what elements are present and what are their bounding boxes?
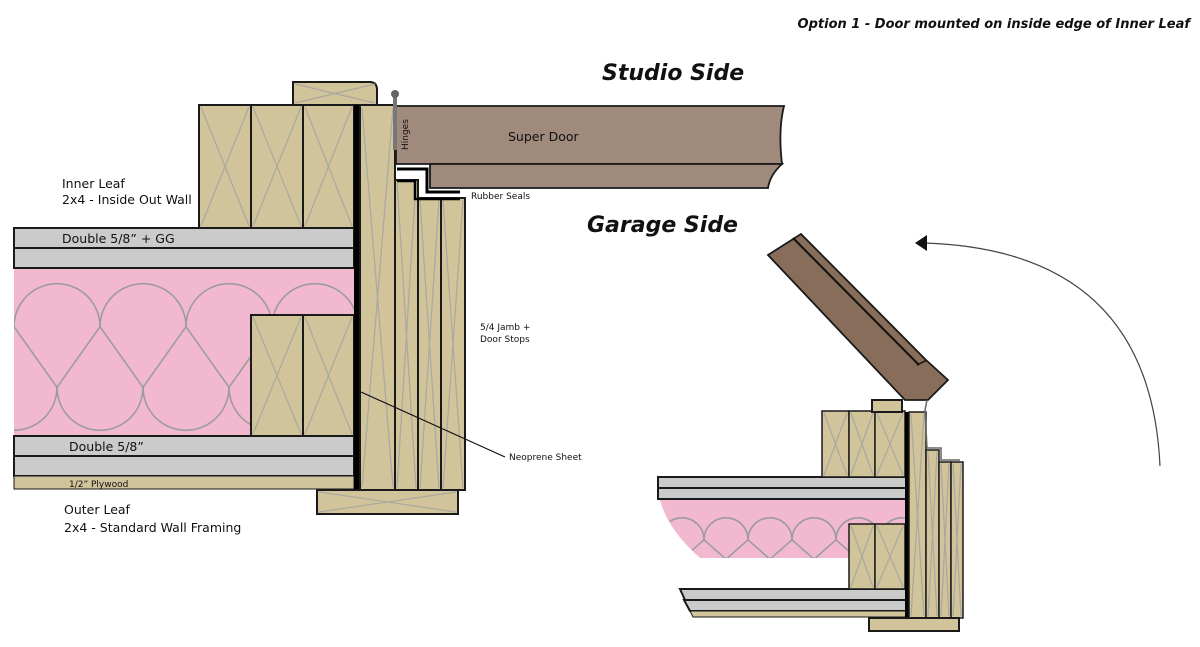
door-stop-column bbox=[417, 197, 442, 491]
diagram-title: Option 1 - Door mounted on inside edge o… bbox=[798, 17, 1193, 32]
gypsum-small-bottom-2 bbox=[682, 599, 909, 612]
small-inner-stud bbox=[821, 410, 850, 478]
small-stop-column bbox=[938, 461, 952, 619]
studio-side-label: Studio Side bbox=[602, 61, 744, 86]
gypsum-layer-bottom-1 bbox=[13, 435, 355, 457]
super-door-closed bbox=[395, 105, 786, 189]
small-outer-stud bbox=[874, 523, 906, 590]
small-outer-stud bbox=[848, 523, 876, 590]
plywood-small bbox=[689, 610, 909, 618]
neoprene-leader-line bbox=[360, 391, 506, 458]
plywood-label: 1/2” Plywood bbox=[69, 480, 128, 490]
gypsum-layer-bottom-2 bbox=[13, 455, 355, 477]
insulation-batt-small bbox=[660, 500, 905, 558]
rubber-seals bbox=[397, 167, 460, 194]
super-door-label: Super Door bbox=[508, 129, 580, 144]
small-studs bbox=[821, 410, 906, 590]
small-stop-column bbox=[950, 461, 964, 619]
rubber-seals-label: Rubber Seals bbox=[471, 192, 530, 202]
bottom-block bbox=[316, 489, 459, 515]
hinge-icon bbox=[391, 90, 399, 150]
plywood-layer bbox=[13, 475, 355, 490]
main-section-detail bbox=[13, 81, 786, 515]
outer-leaf-studs bbox=[250, 314, 355, 437]
small-top-cap bbox=[871, 399, 903, 413]
inner-stud bbox=[302, 104, 355, 229]
neoprene-sheet-small bbox=[905, 412, 909, 618]
small-inner-stud bbox=[874, 410, 906, 478]
garage-side-label: Garage Side bbox=[587, 213, 738, 238]
curved-arrow-icon bbox=[915, 235, 1161, 467]
outer-leaf-sublabel: 2x4 - Standard Wall Framing bbox=[64, 520, 241, 535]
small-jamb bbox=[908, 411, 964, 619]
gypsum-small-top-2 bbox=[657, 487, 909, 500]
gypsum-layer-top-2 bbox=[13, 247, 355, 269]
jamb-sublabel: Door Stops bbox=[480, 335, 530, 345]
jamb-main bbox=[359, 104, 396, 491]
hinges-label: Hinges bbox=[401, 119, 411, 150]
small-inner-stud bbox=[848, 410, 876, 478]
neoprene-label: Neoprene Sheet bbox=[509, 453, 582, 463]
outer-stud bbox=[250, 314, 304, 437]
door-stops bbox=[394, 179, 466, 491]
inner-stud bbox=[198, 104, 252, 229]
outer-stud bbox=[302, 314, 355, 437]
gypsum-small-top-1 bbox=[657, 476, 909, 489]
top-cap-block bbox=[292, 81, 378, 106]
double-gg-label: Double 5/8” + GG bbox=[62, 231, 175, 246]
gypsum-small-bottom-1 bbox=[678, 588, 909, 601]
inner-leaf-studs bbox=[198, 104, 355, 229]
inner-leaf-sublabel: 2x4 - Inside Out Wall bbox=[62, 192, 192, 207]
small-stop-column bbox=[925, 449, 940, 619]
outer-leaf-label: Outer Leaf bbox=[64, 502, 131, 517]
small-jamb-column bbox=[908, 411, 927, 619]
jamb-label: 5/4 Jamb + bbox=[480, 323, 530, 333]
super-door-open bbox=[766, 232, 950, 401]
double-label: Double 5/8” bbox=[69, 439, 144, 454]
small-bottom-block bbox=[868, 617, 960, 632]
door-stop-column bbox=[394, 179, 419, 491]
door-stop-column bbox=[440, 197, 466, 491]
inner-leaf-label: Inner Leaf bbox=[62, 176, 125, 191]
neoprene-sheet bbox=[354, 105, 360, 490]
open-door-detail bbox=[657, 232, 1161, 632]
inner-stud bbox=[250, 104, 304, 229]
